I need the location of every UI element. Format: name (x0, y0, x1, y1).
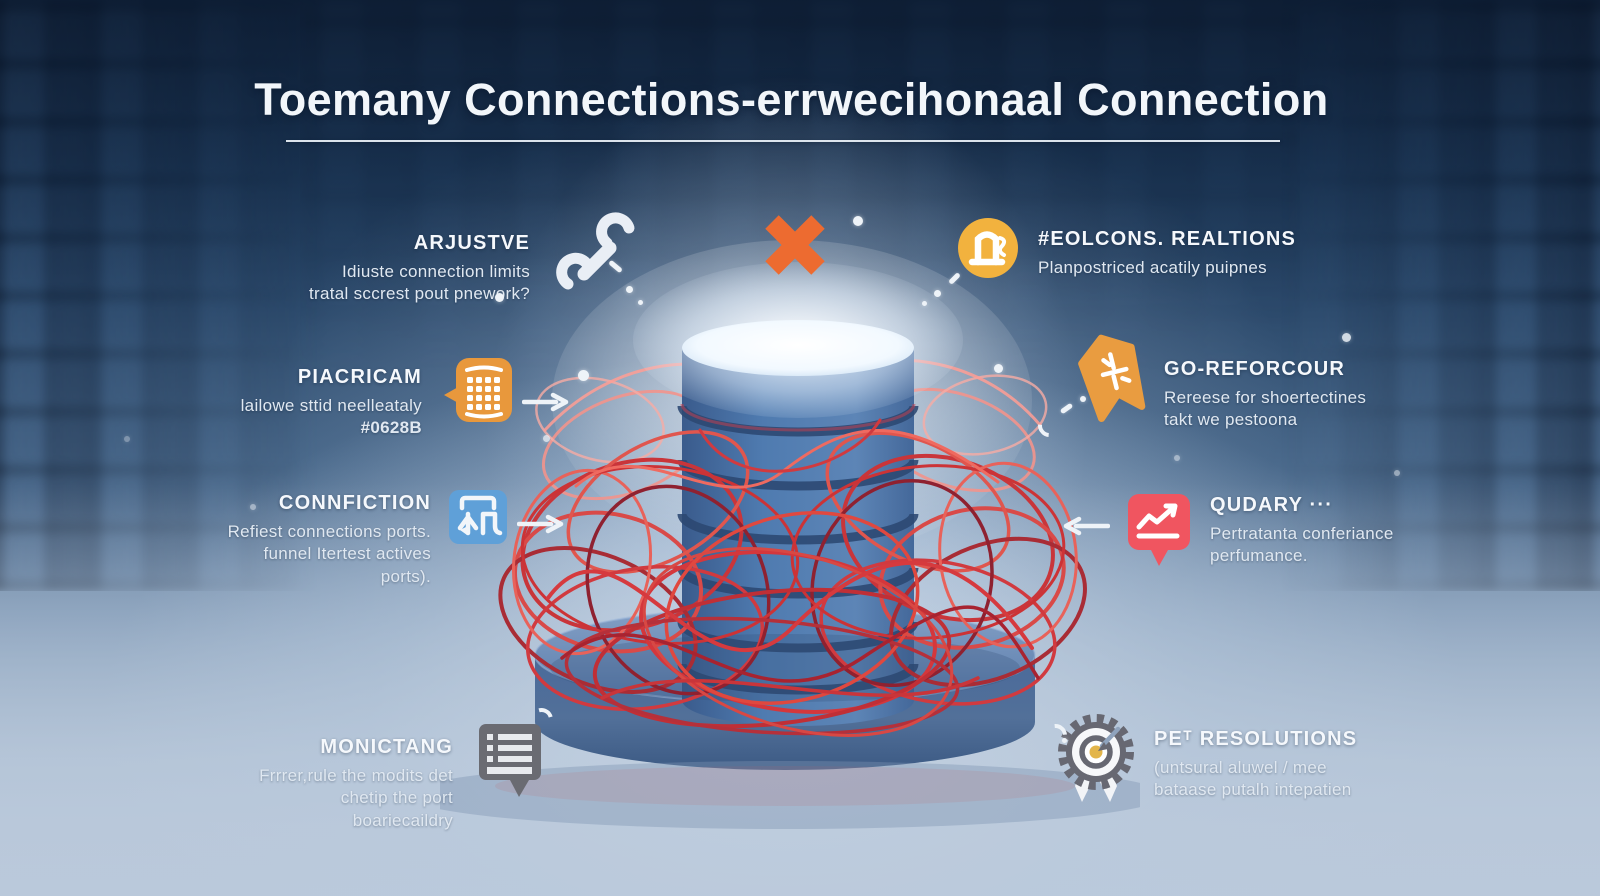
callout-line: lailowe sttid neelleataly (240, 396, 422, 415)
callout-title: GO-REFORCOUR (1164, 358, 1346, 380)
sparkle-dot (853, 216, 863, 226)
sparkle-dot (994, 364, 1003, 373)
trail-dot (638, 300, 643, 305)
callout-title: ARJUSTVE (413, 232, 530, 254)
sparkle-dot (124, 436, 130, 442)
callout-title: CONNFICTION (278, 492, 431, 514)
callout-monitoring: MONICTANG Frrrer,rule the modits det che… (255, 724, 547, 832)
trail-dot (1062, 738, 1067, 743)
arrow-right-icon (522, 392, 569, 412)
wrench-icon (554, 210, 642, 303)
callout-line: perfumance. (1210, 546, 1308, 566)
arrow-left-icon (1063, 516, 1110, 536)
chat-list-icon (473, 718, 547, 803)
callout-title: QUDARY ··· (1210, 494, 1334, 516)
trail-dot (1080, 396, 1086, 402)
sparkle-dot (543, 435, 550, 442)
chart-bubble-icon (1126, 490, 1192, 573)
callout-title: MONICTANG (320, 736, 453, 758)
callout-line: Idiuste connection limits (342, 262, 530, 281)
callout-query: QUDARY ··· Pertratanta conferiance perfu… (1062, 490, 1394, 573)
title-underline (286, 140, 1280, 142)
callout-line: bataase putalh intepatien (1154, 780, 1352, 800)
callout-line: Refiest connections ports. (227, 522, 431, 541)
callout-line: funnel Itertest actives ports). (263, 544, 431, 586)
sparkle-dot (1342, 333, 1351, 342)
arrow-right-icon (517, 514, 564, 534)
coin-glyph-icon (956, 216, 1020, 285)
sparkle-dot (250, 504, 256, 510)
callout-adjust: ARJUSTVE Idiuste connection limits trata… (298, 212, 642, 306)
trail-dot (934, 290, 941, 297)
sparkle-dot (578, 370, 589, 381)
trail-dot (626, 286, 633, 293)
callout-resolutions: PEᵀ RESOLUTIONS (untsural aluwel / mee b… (1052, 698, 1357, 813)
sparkle-dot (1394, 470, 1400, 476)
callout-title: PIACRICAM (297, 366, 422, 388)
trail-dot (922, 301, 927, 306)
database-tangle-illustration (440, 240, 1140, 829)
sparkle-dot (495, 293, 504, 302)
callout-line: chetip the port boariecaildry (340, 788, 453, 830)
callout-line: Frrrer,rule the modits det (259, 766, 453, 785)
error-x-icon (765, 215, 825, 275)
bookmark-icon (1066, 330, 1156, 431)
award-badge-icon (1052, 710, 1140, 813)
callout-line: Pertratanta conferiance (1210, 524, 1394, 543)
callout-line: tratal sccrest pout pnework? (309, 284, 530, 304)
callout-line: Rereese for shoertectines (1164, 388, 1367, 407)
callout-line: (untsural aluwel / mee (1154, 758, 1327, 777)
callout-line: #0628B (360, 418, 422, 438)
sparkle-dot (1174, 455, 1180, 461)
page-title: Toemany Connections-errwecihonaal Connec… (254, 74, 1329, 125)
callout-line: takt we pestoona (1164, 410, 1298, 430)
ports-icon (447, 486, 509, 553)
callout-placricam: PIACRICAM lailowe sttid neelleataly #062… (230, 358, 570, 440)
tangled-wires-front (498, 418, 1087, 737)
callout-title: #EOLCONS. REALTIONS (1038, 228, 1297, 250)
callout-line: Planpostriced acatily puipnes (1038, 258, 1267, 277)
callout-connection: CONNFICTION Refiest connections ports. f… (213, 490, 565, 588)
callout-eolcons: #EOLCONS. REALTIONS Planpostriced acatil… (956, 216, 1296, 285)
callout-reforcour: GO-REFORCOUR Rereese for shoertectines t… (1066, 330, 1366, 432)
keypad-bubble-icon (442, 354, 514, 433)
callout-title: PEᵀ RESOLUTIONS (1154, 728, 1358, 750)
